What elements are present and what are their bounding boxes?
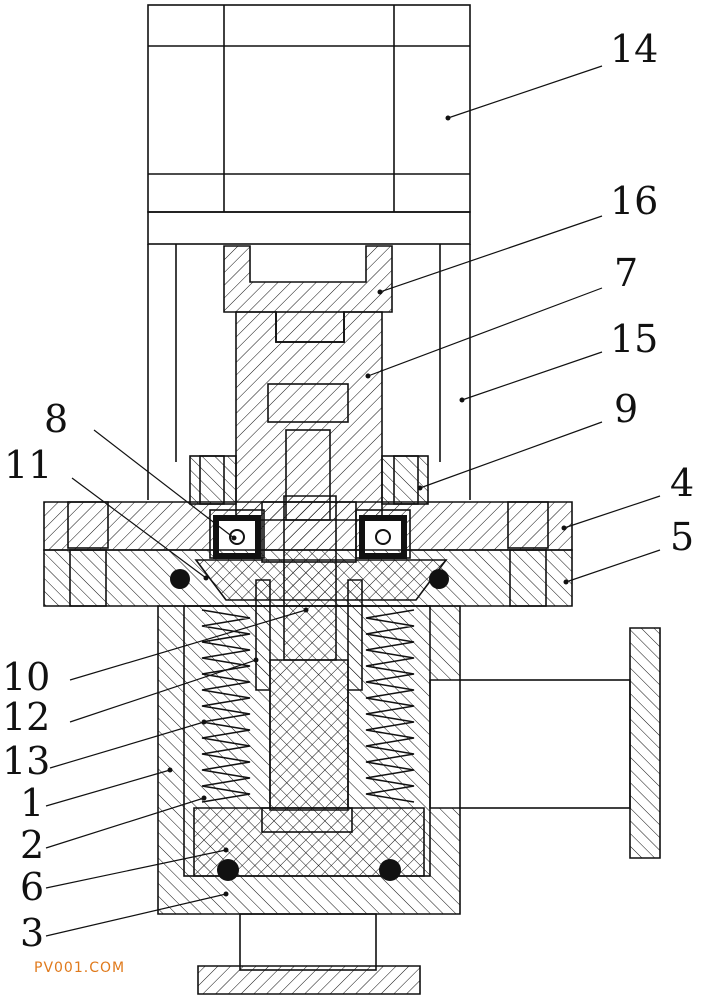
shaft-housing: [235, 311, 383, 521]
label-11: 11: [4, 443, 52, 487]
label-3: 3: [20, 911, 44, 955]
label-8: 8: [44, 397, 68, 441]
side-port: [459, 627, 661, 859]
leader-lines: [45, 65, 661, 937]
bellows: [201, 609, 415, 808]
label-9: 9: [614, 387, 638, 431]
label-14: 14: [610, 27, 658, 71]
label-6: 6: [20, 865, 44, 909]
label-5: 5: [670, 515, 694, 559]
label-7: 7: [614, 251, 638, 295]
label-13: 13: [2, 739, 50, 783]
watermark-text: PV001.COM: [34, 960, 126, 976]
label-4: 4: [670, 461, 694, 505]
leader-dots: [167, 115, 569, 897]
label-16: 16: [610, 179, 658, 223]
label-15: 15: [610, 317, 658, 361]
support-frame: [147, 211, 471, 500]
label-12: 12: [2, 695, 50, 739]
actuator-motor: [147, 4, 471, 213]
label-2: 2: [20, 823, 44, 867]
label-1: 1: [20, 781, 44, 825]
valve-plate: [193, 807, 425, 881]
bottom-port: [197, 913, 421, 995]
label-10: 10: [2, 655, 50, 699]
